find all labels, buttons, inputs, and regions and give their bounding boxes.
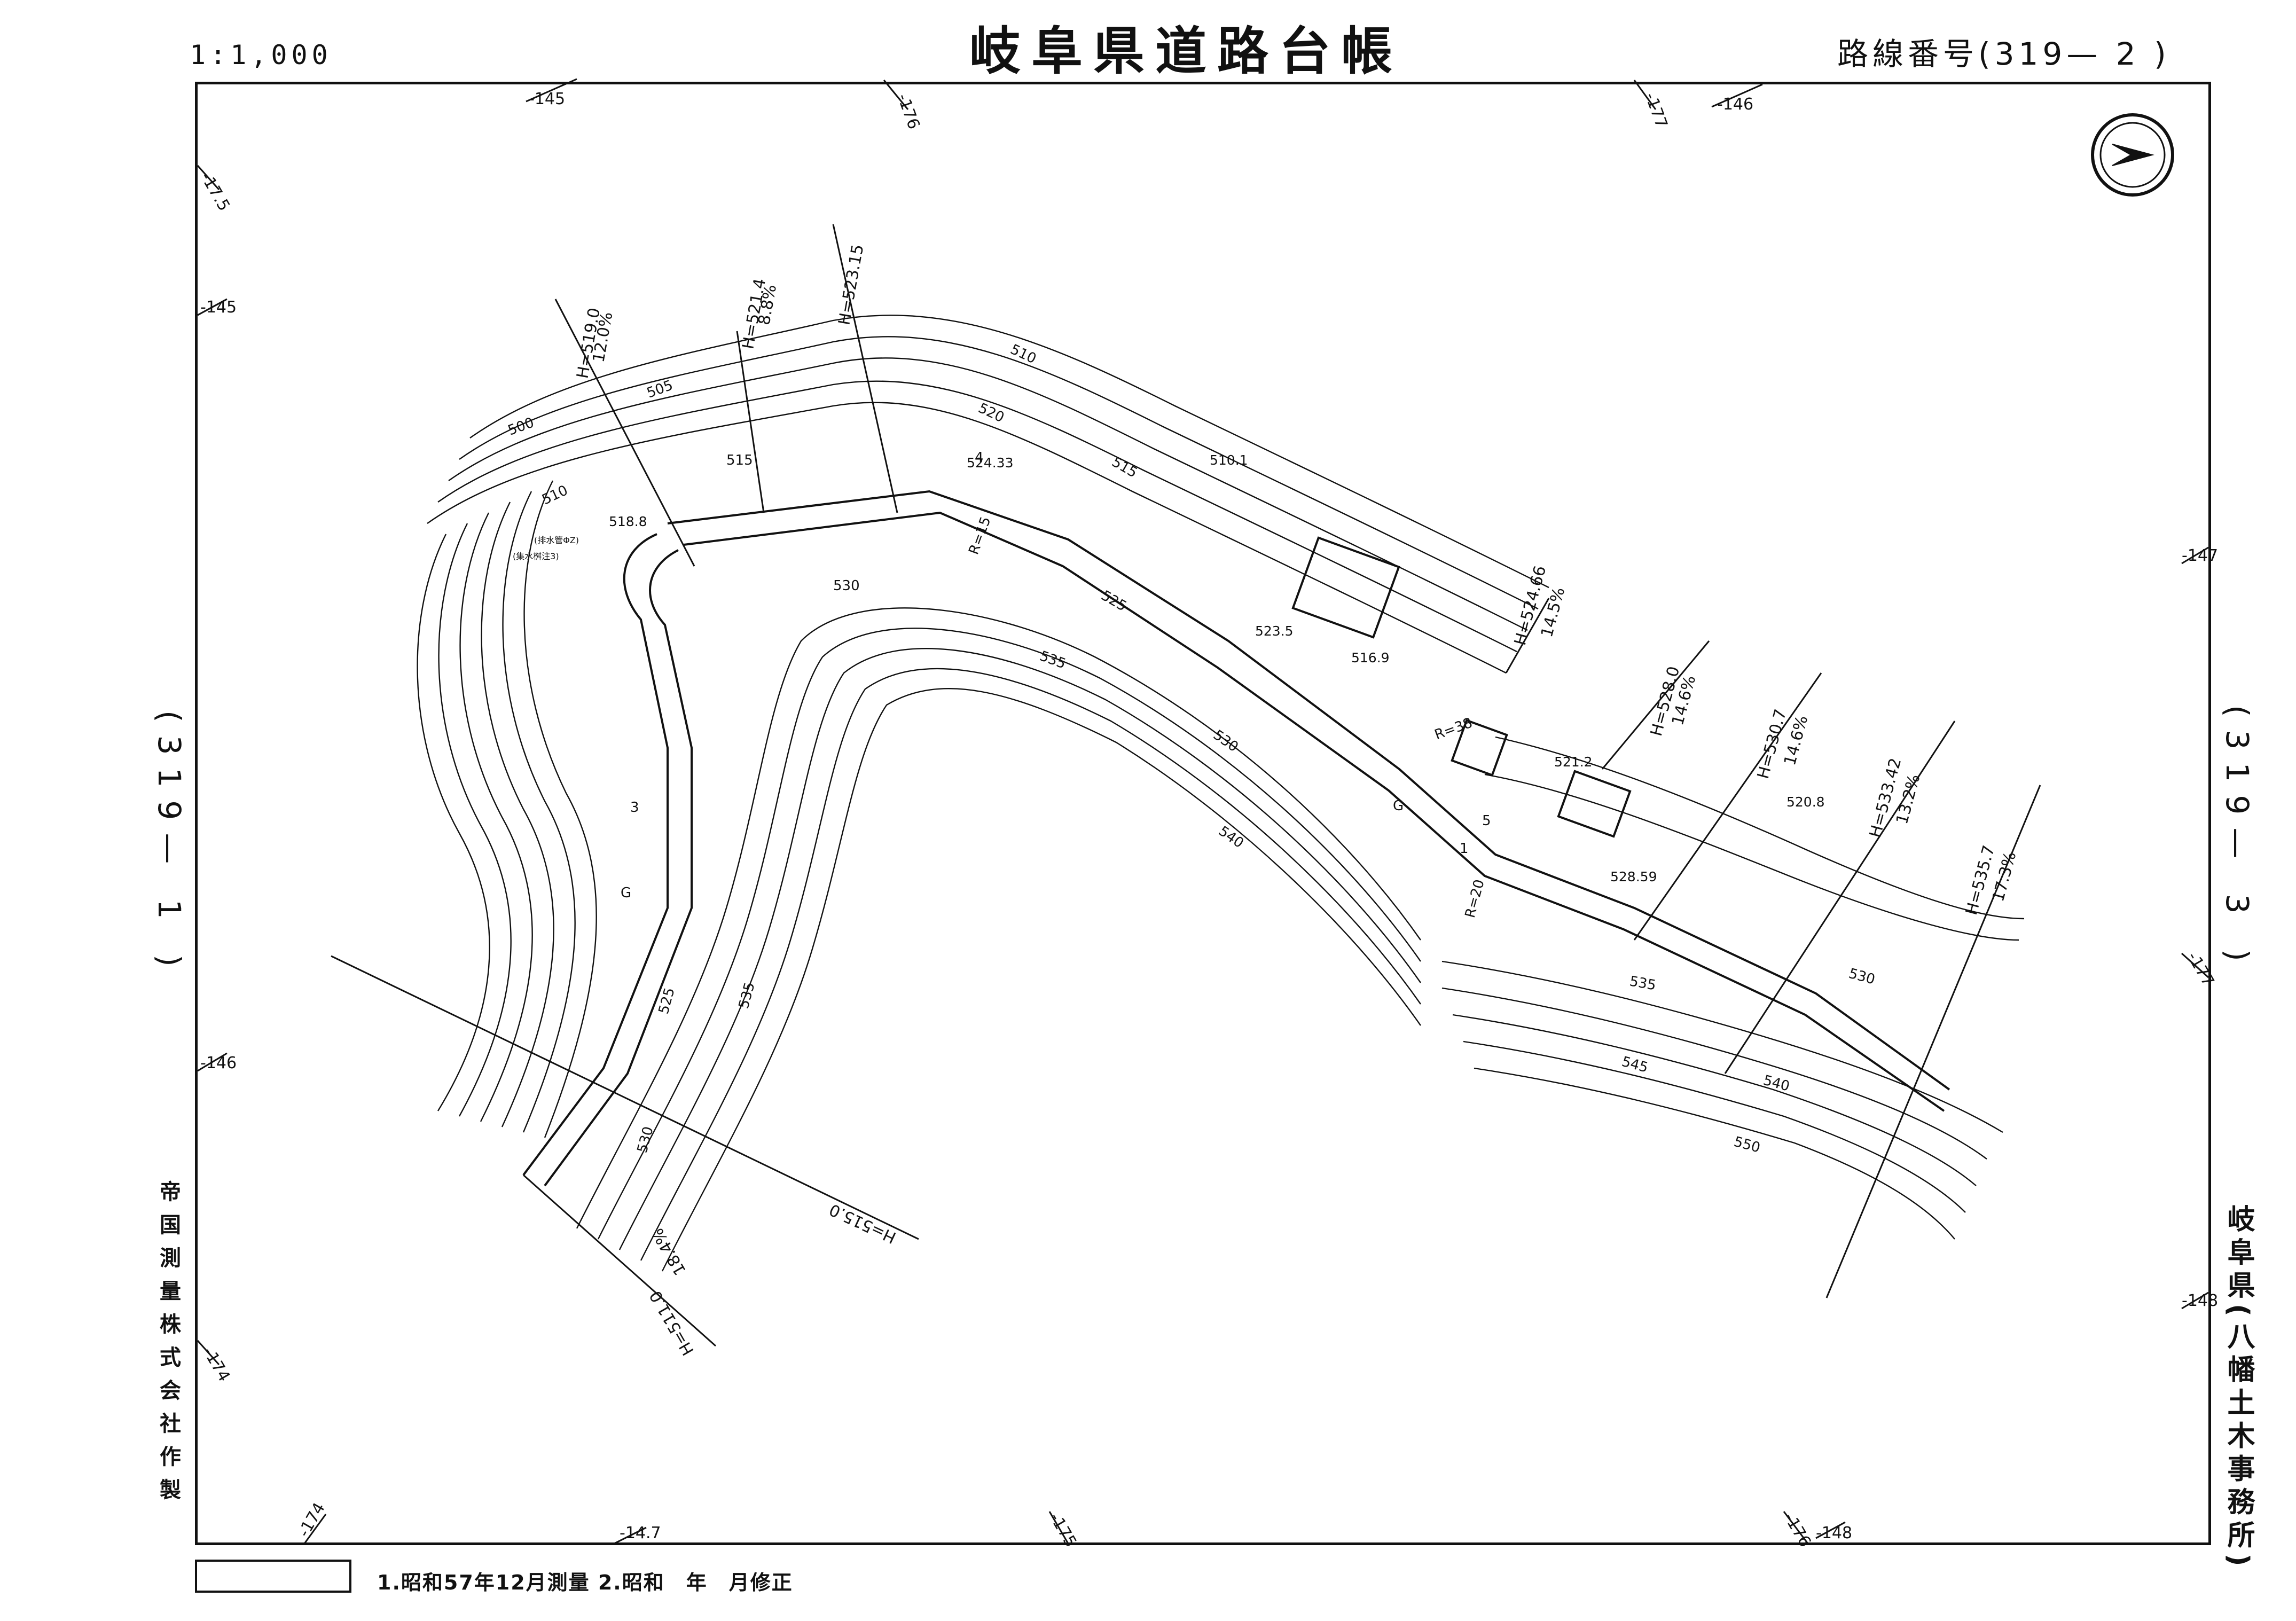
facility-note: (集水桝注3) — [513, 551, 559, 561]
grid-label: -145 — [200, 298, 237, 317]
grid-label: -177 — [2183, 949, 2217, 990]
spot-height: 528.59 — [1610, 869, 1657, 884]
contour-label: 505 — [645, 377, 675, 401]
contour-label: 515 — [1109, 454, 1140, 481]
grid-label: -174 — [199, 1344, 233, 1385]
grid-label: -175 — [1046, 1510, 1080, 1550]
contour-label: 500 — [506, 414, 536, 438]
spot-height: 521.2 — [1554, 754, 1593, 770]
profile-height: H=515.0 — [827, 1200, 899, 1247]
contour-label: 540 — [1761, 1072, 1791, 1095]
road-edges — [522, 490, 1950, 1187]
grid-label: -146 — [1717, 95, 1753, 114]
north-arrow-icon — [2091, 113, 2174, 197]
spot-height: 520.8 — [1786, 794, 1825, 810]
station-number: 3 — [630, 800, 639, 816]
contour-label: 530 — [634, 1125, 657, 1155]
contour-label: 535 — [1628, 973, 1657, 993]
adjacent-route-right: (319— 3 ) — [2219, 705, 2255, 974]
station-number: 1 — [1460, 841, 1469, 857]
building-icon — [1291, 536, 1632, 838]
contour-label: 550 — [1732, 1134, 1762, 1156]
spot-height: 524.33 — [967, 455, 1013, 471]
map-scale: 1:1,000 — [190, 40, 332, 71]
adjacent-route-left: (319— 1 ) — [151, 710, 187, 980]
grid-label: -176 — [1780, 1510, 1814, 1550]
page-title: 岐阜県道路台帳 — [969, 21, 1403, 81]
grid-label: -148 — [1816, 1524, 1852, 1542]
guardrail-mark: G — [621, 885, 631, 901]
curve-radius: R=15 — [966, 515, 994, 557]
grid-label: -145 — [529, 90, 565, 108]
contour-label: 530 — [833, 578, 860, 594]
map-maker: 帝国測量株式会社作製 — [156, 1180, 181, 1512]
spot-height: 518.8 — [609, 514, 647, 529]
contour-label: 540 — [1216, 823, 1247, 851]
contour-lines — [417, 315, 2025, 1272]
legend-box — [195, 1560, 351, 1593]
grid-ticks — [197, 78, 2209, 1545]
grid-label: -174 — [295, 1500, 329, 1540]
map-frame — [195, 82, 2211, 1545]
guardrail-mark: G — [1393, 798, 1404, 814]
office-name: 岐阜県(八幡土木事務所) — [2222, 1204, 2254, 1572]
spot-height: 516.9 — [1351, 650, 1390, 665]
grid-label: -177 — [1641, 90, 1671, 131]
contour-label: 515 — [726, 452, 753, 468]
grid-label: -14.7 — [620, 1524, 661, 1542]
curve-radius: R=20 — [1462, 878, 1488, 920]
contour-label: 535 — [736, 981, 758, 1011]
contour-label: 535 — [1038, 648, 1068, 672]
grid-label: -176 — [893, 91, 923, 132]
spot-height: 510.1 — [1210, 452, 1248, 468]
grid-label: -147 — [2182, 546, 2218, 565]
route-number: 路線番号(319— 2 ) — [1837, 36, 2170, 72]
station-number: 5 — [1482, 813, 1491, 829]
grid-label: -148 — [2182, 1291, 2218, 1310]
grid-label: -146 — [200, 1054, 237, 1072]
profile-height: H=535.7 — [1962, 843, 1999, 917]
contour-label: 530 — [1847, 966, 1877, 988]
contour-label: 510 — [539, 482, 570, 508]
profile-lines — [331, 224, 2041, 1347]
profile-grade: 18.4% — [648, 1225, 690, 1278]
survey-note: 1.昭和57年12月測量 2.昭和 年 月修正 — [377, 1571, 793, 1594]
facility-note: (排水管ΦZ) — [534, 535, 579, 545]
grid-label: -17.5 — [197, 169, 233, 215]
profile-height: H=530.7 — [1754, 707, 1790, 781]
curve-radius: R=38 — [1432, 715, 1475, 743]
spot-height: 523.5 — [1255, 623, 1294, 639]
station-number: 4 — [975, 450, 984, 466]
